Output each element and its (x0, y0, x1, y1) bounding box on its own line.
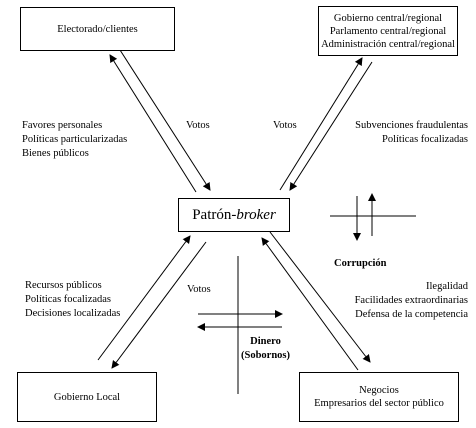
top-left-label-2: Políticas particularizadas (22, 134, 128, 145)
arrow-votos-to-gobierno-central (279, 57, 363, 191)
arrow-to-negocios (269, 231, 371, 363)
bottom-left-label-1: Recursos públicos (25, 280, 102, 291)
top-right-label-1: Subvenciones fraudulentas (355, 120, 468, 131)
bottom-right-label-2: Facilidades extraordinarias (354, 295, 468, 306)
bottom-right-label-1: Ilegalidad (426, 281, 468, 292)
top-right-labels: Subvenciones fraudulentas Políticas foca… (355, 119, 468, 147)
top-left-label-1: Favores personales (22, 120, 103, 131)
patron-broker-label: Patrón-broker (192, 206, 276, 223)
dinero-label-line-2: (Sobornos) (241, 350, 291, 361)
bottom-left-label-2: Políticas focalizadas (25, 294, 112, 305)
electorado-box: Electorado/clientes (20, 7, 175, 51)
votos-bottom-left: Votos (187, 284, 211, 295)
bottom-right-label-3: Defensa de la competencia (355, 309, 468, 320)
votos-top-right: Votos (273, 120, 297, 131)
arrow-to-electorado (109, 54, 197, 193)
dinero-label: Dinero (Sobornos) (241, 335, 290, 363)
gobierno-central-box: Gobierno central/regional Parlamento cen… (318, 6, 458, 56)
gobierno-local-label: Gobierno Local (53, 391, 121, 403)
gobierno-local-box: Gobierno Local (17, 372, 157, 422)
bottom-left-label-3: Decisiones localizadas (25, 308, 121, 319)
top-left-labels: Favores personales Políticas particulari… (22, 119, 127, 161)
gobierno-central-line-2: Parlamento central/regional (329, 25, 447, 37)
arrow-votos-to-patron-left (119, 49, 211, 191)
negocios-line-1: Negocios (359, 385, 399, 396)
negocios-line-2: Empresarios del sector público (314, 398, 444, 409)
arrow-to-patron-right (289, 61, 373, 191)
patron-italic: broker (236, 206, 276, 223)
top-left-label-3: Bienes públicos (22, 148, 89, 159)
dinero-label-line-1: Dinero (250, 336, 281, 347)
gobierno-central-line-3: Administración central/regional (321, 38, 455, 50)
arrow-to-patron-bottom-right (261, 237, 359, 371)
electorado-label: Electorado/clientes (57, 23, 138, 35)
gobierno-central-line-1: Gobierno central/regional (333, 12, 443, 24)
bottom-right-labels: Ilegalidad Facilidades extraordinarias D… (355, 280, 468, 322)
negocios-box: Negocios Empresarios del sector público (299, 372, 459, 422)
top-right-label-2: Políticas focalizadas (381, 134, 468, 145)
arrow-votos-to-gobierno-local (111, 241, 207, 369)
patron-broker-box: Patrón-broker (178, 198, 290, 232)
corrupcion-label: Corrupción (334, 258, 387, 269)
bottom-left-labels: Recursos públicos Políticas focalizadas … (25, 279, 120, 321)
arrow-to-patron-bottom-left (97, 235, 191, 361)
patron-prefix: Patrón- (192, 206, 237, 223)
votos-top-left: Votos (186, 120, 210, 131)
